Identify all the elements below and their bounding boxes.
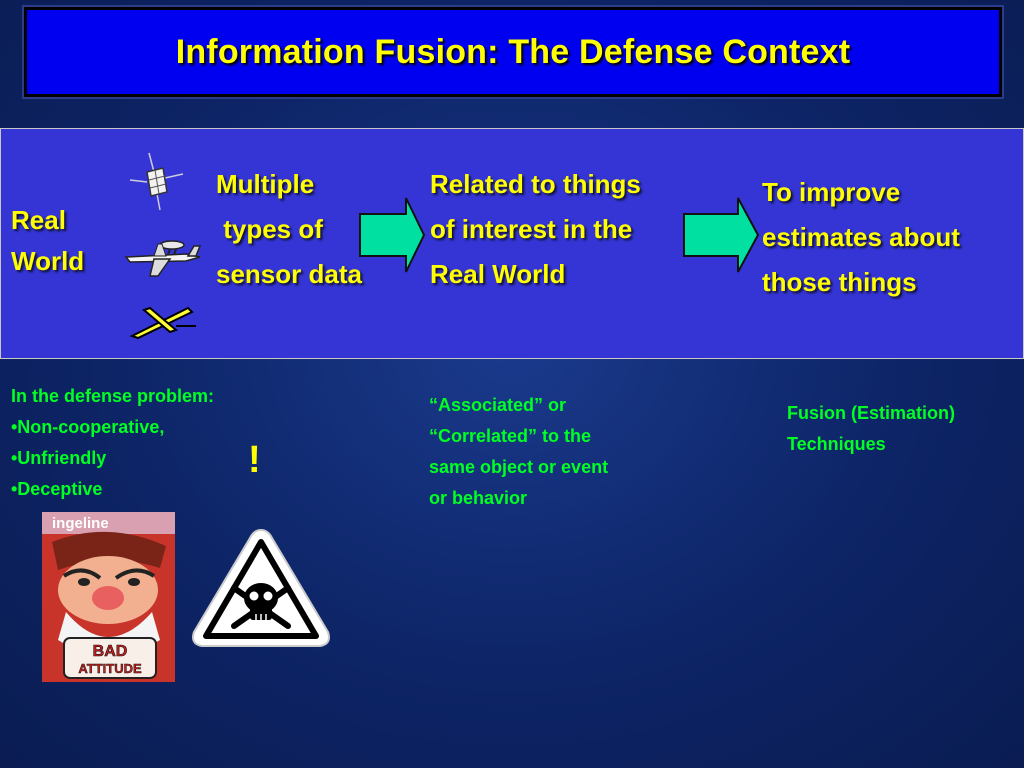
awacs-aircraft-icon	[124, 240, 202, 277]
bullet-item: •Deceptive	[11, 479, 103, 499]
bad-attitude-cartoon: ingeline BAD ATTITUDE	[42, 512, 175, 682]
bullet-item: •Non-cooperative,	[11, 417, 165, 437]
title-banner: Information Fusion: The Defense Context	[24, 7, 1002, 97]
real-world-label: Real World	[11, 205, 85, 276]
grumpy-dwarf-icon: ingeline BAD ATTITUDE	[42, 512, 175, 682]
satellite-icon	[129, 152, 184, 211]
fusion-techniques-text: Fusion (Estimation) Techniques	[787, 403, 955, 454]
uav-drone-icon	[129, 306, 196, 340]
exclamation-mark: !	[248, 439, 261, 481]
green-right-arrow-icon	[683, 197, 760, 273]
sensor-data-text: Multiple types of sensor data	[216, 169, 362, 289]
badge-line-2: ATTITUDE	[78, 661, 142, 676]
badge-line-1: BAD	[93, 643, 128, 660]
related-things-text: Related to things of interest in the Rea…	[430, 169, 641, 289]
associated-text: “Associated” or “Correlated” to the same…	[429, 395, 609, 508]
defense-problem-text: In the defense problem: •Non-cooperative…	[11, 381, 214, 505]
green-right-arrow-icon	[359, 197, 426, 273]
skull-warning-sign-icon	[192, 528, 330, 647]
slide-title: Information Fusion: The Defense Context	[175, 32, 851, 71]
bullet-item: •Unfriendly	[11, 448, 107, 468]
picture-caption: ingeline	[52, 515, 109, 532]
improve-estimates-text: To improve estimates about those things	[762, 177, 960, 297]
